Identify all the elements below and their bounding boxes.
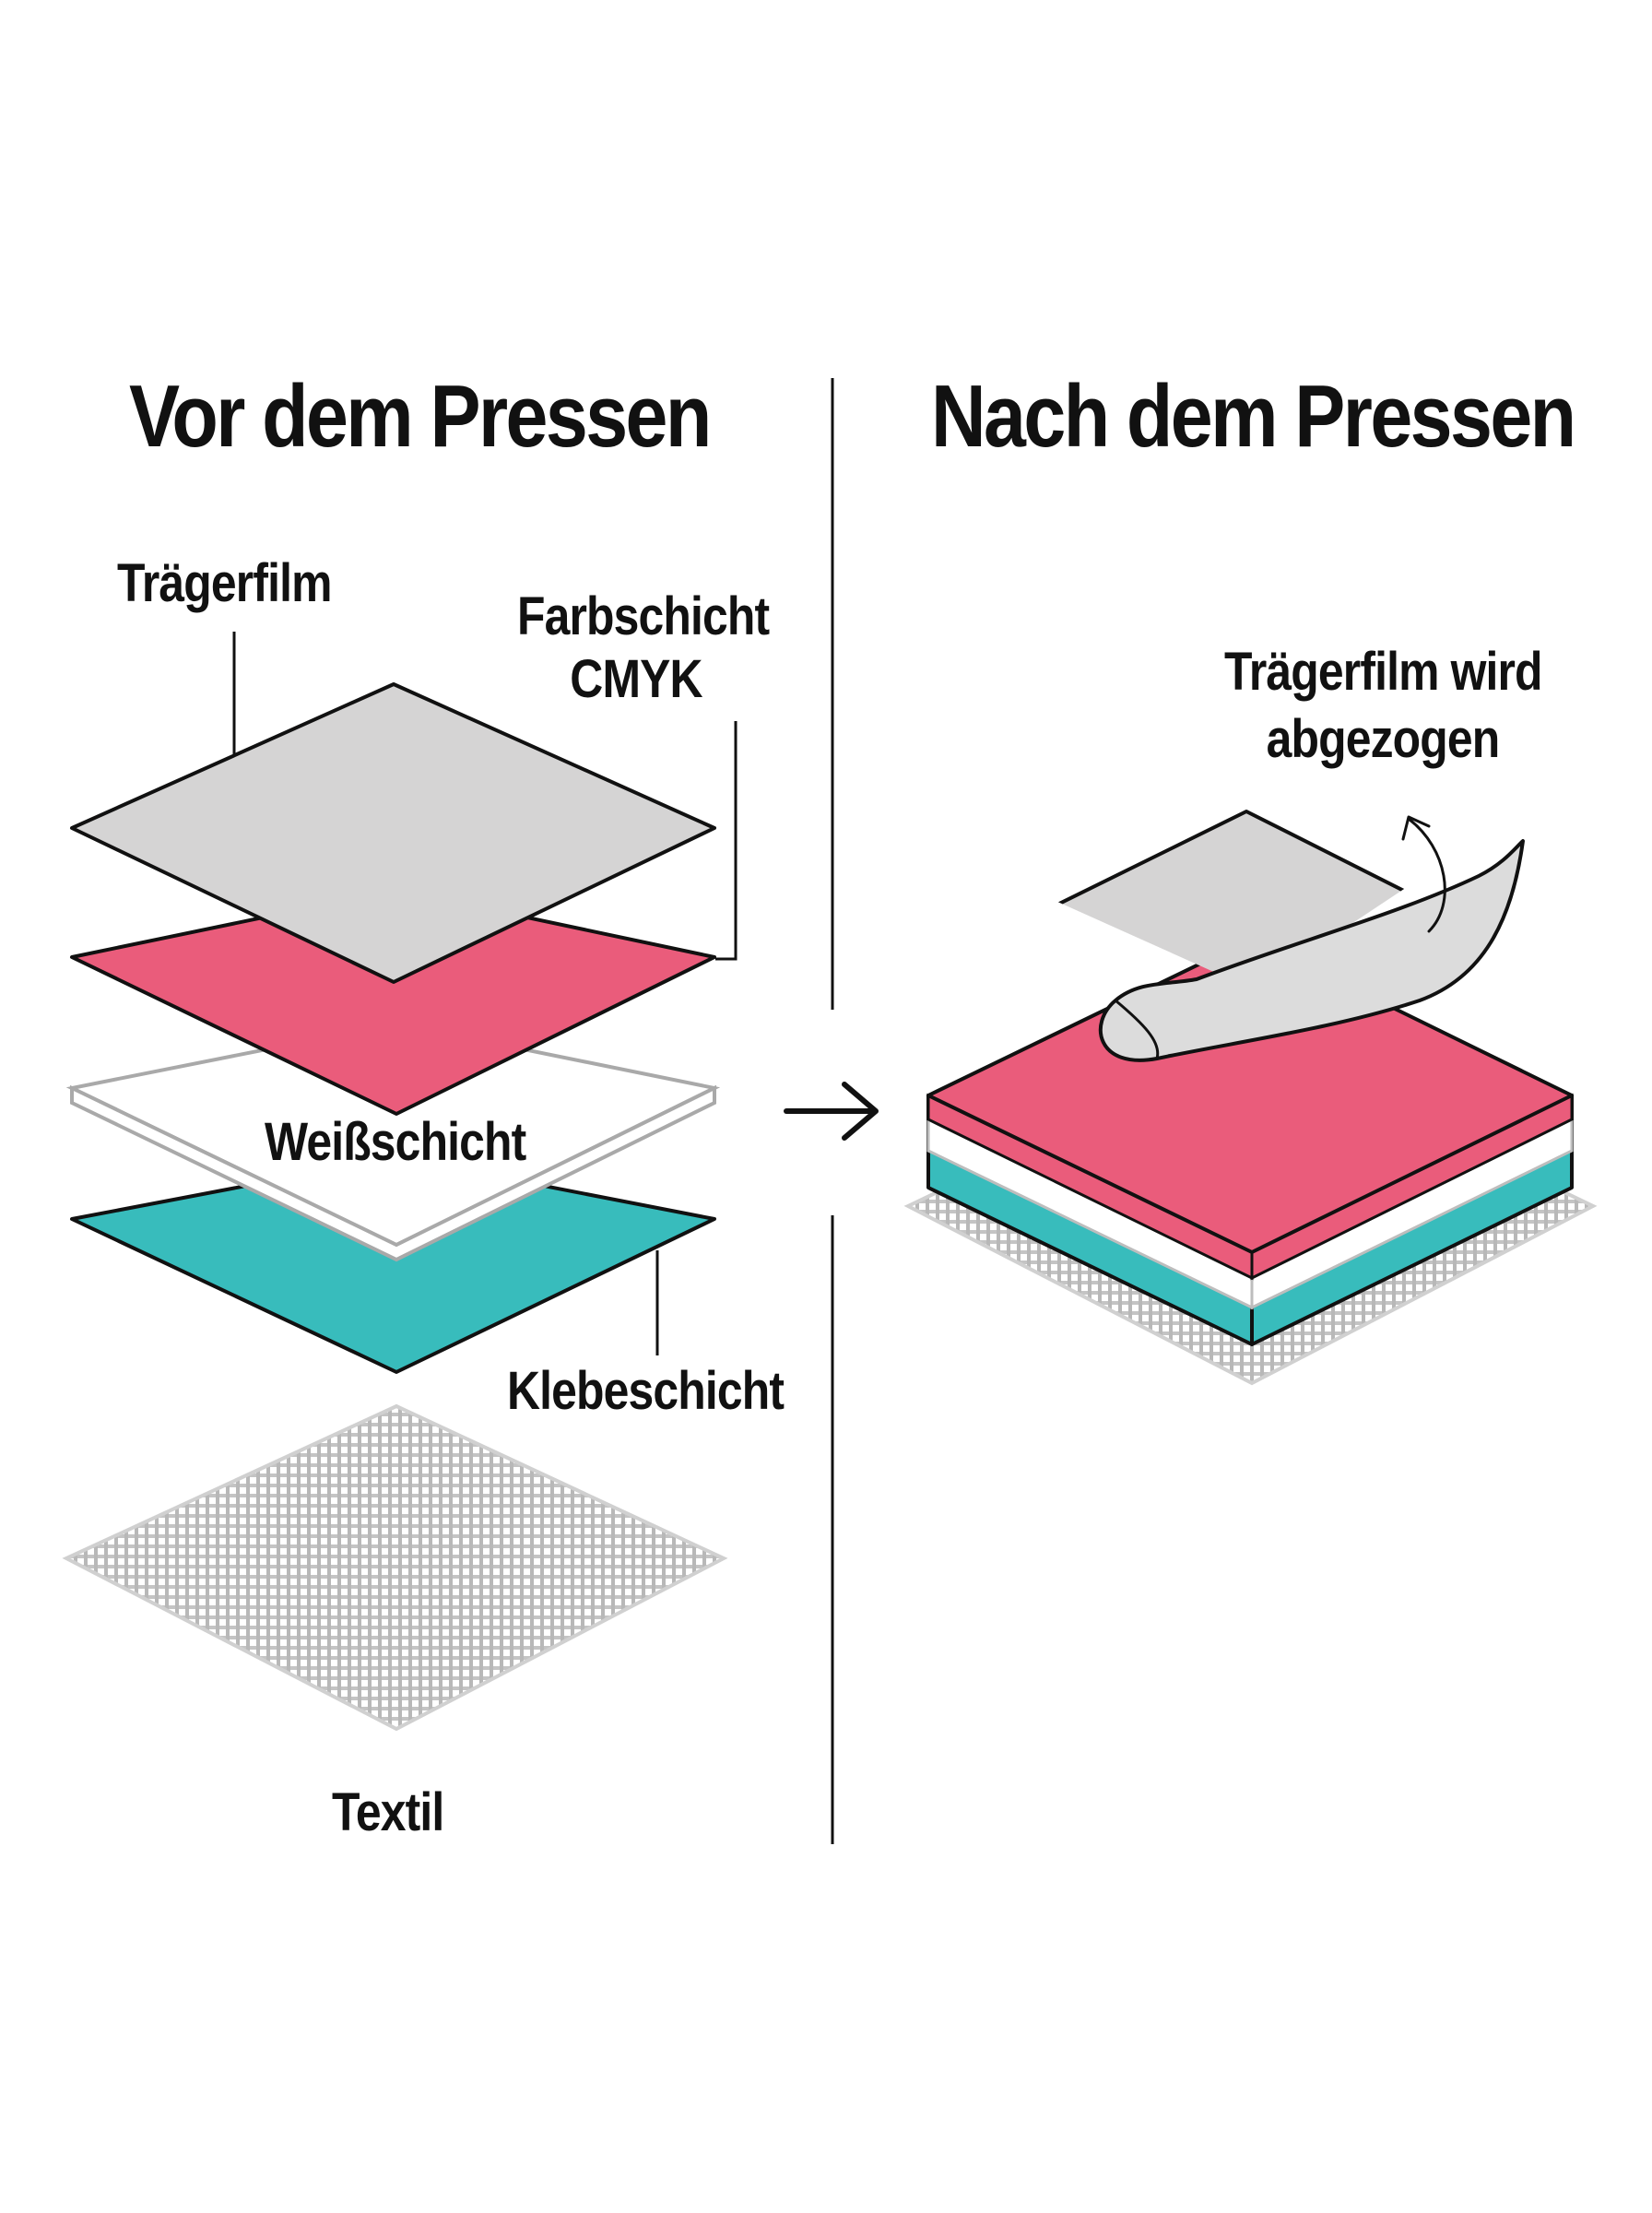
transition-arrow-head <box>842 1082 879 1141</box>
color-layer-label-line1: Farbschicht <box>517 586 770 646</box>
white-layer-edge <box>70 1084 716 1262</box>
peel-direction-arrow <box>1407 817 1446 933</box>
textile-mesh <box>62 1403 728 1732</box>
color-layer-leader <box>715 721 738 961</box>
white-layer-label: Weißschicht <box>265 1112 526 1172</box>
peel-direction-arrowhead <box>1401 815 1431 841</box>
peel-label-line1: Trägerfilm wird <box>1224 642 1543 702</box>
color-layer-label-line2: CMYK <box>570 649 702 709</box>
peel-label-line2: abgezogen <box>1266 709 1501 769</box>
before-heading: Vor dem Pressen <box>129 367 712 466</box>
carrier-film-label: Trägerfilm <box>117 553 332 613</box>
peeled-carrier-film-curl-fold <box>1115 999 1160 1059</box>
peeled-carrier-film-curl <box>1098 839 1525 1062</box>
adhesive-layer-sheet <box>70 1155 716 1374</box>
color-layer-sheet <box>70 888 716 1116</box>
carrier-film-sheet <box>70 682 716 984</box>
after-heading: Nach dem Pressen <box>931 367 1576 466</box>
adhesive-layer-label: Klebeschicht <box>507 1361 785 1421</box>
textile-label: Textil <box>332 1782 444 1842</box>
